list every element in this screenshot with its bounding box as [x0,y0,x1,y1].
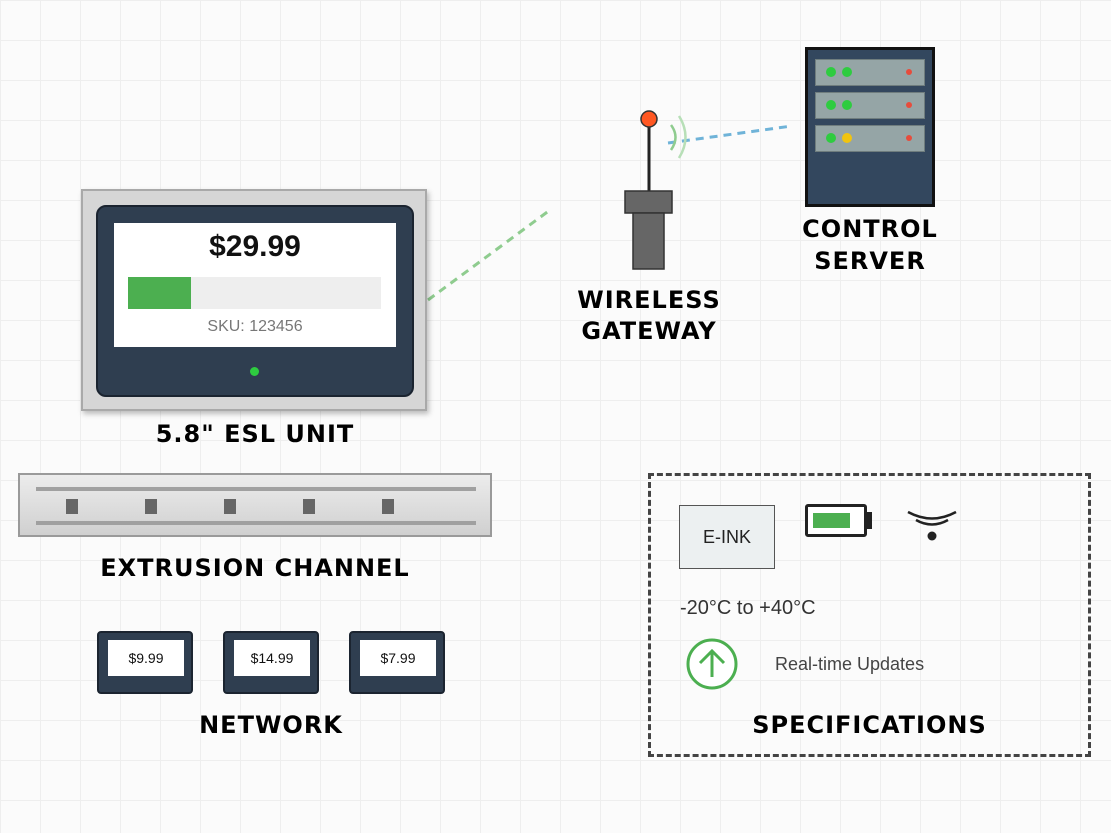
network-tag-price: $9.99 [108,640,184,676]
gateway-label-line2: GATEWAY [581,317,717,345]
update-arrow-icon [686,638,738,690]
specifications-panel [648,473,1091,757]
server-drive [815,59,925,86]
gateway-to-server-link [667,124,793,145]
extrusion-channel-label: EXTRUSION CHANNEL [100,554,410,582]
network-tag: $14.99 [223,631,319,694]
wireless-gateway-icon [624,110,687,270]
extrusion-channel [18,473,492,537]
drive-led-green [842,100,852,110]
esl-progress-bar [128,277,381,309]
network-tag-price: $7.99 [360,640,436,676]
server-label-line2: SERVER [814,247,926,275]
battery-level-fill [813,513,850,528]
channel-tab [66,499,78,514]
eink-display-badge: E-INK [679,505,775,569]
control-server [805,47,935,207]
server-drive [815,92,925,119]
gateway-label-line1: WIRELESS [577,286,721,314]
realtime-updates-text: Real-time Updates [775,654,925,674]
drive-led-red [906,102,912,108]
drive-led-green [826,133,836,143]
server-label-line1: CONTROL [802,215,938,243]
network-label: NETWORK [199,711,343,739]
channel-rail-bottom [36,521,476,525]
esl-price: $29.99 [209,230,301,263]
esl-sku: SKU: 123456 [207,318,303,335]
server-drive [815,125,925,152]
drive-led-red [906,135,912,141]
channel-tab [303,499,315,514]
channel-tab [382,499,394,514]
drive-led-green [826,100,836,110]
drive-led-yellow [842,133,852,143]
battery-terminal [867,512,872,529]
network-tag: $7.99 [349,631,445,694]
esl-unit-label: 5.8" ESL UNIT [155,420,355,448]
channel-tab [224,499,236,514]
temperature-range: -20°C to +40°C [680,597,816,619]
wireless-signal-icon [907,510,957,541]
channel-tab [145,499,157,514]
drive-led-green [842,67,852,77]
battery-icon [805,504,867,537]
network-tag: $9.99 [97,631,193,694]
esl-progress-fill [128,277,192,309]
drive-led-green [826,67,836,77]
network-tag-price: $14.99 [234,640,310,676]
esl-status-led [250,367,259,376]
channel-rail-top [36,487,476,491]
drive-led-red [906,69,912,75]
esl-to-gateway-link [427,208,551,302]
specifications-label: SPECIFICATIONS [752,711,987,739]
